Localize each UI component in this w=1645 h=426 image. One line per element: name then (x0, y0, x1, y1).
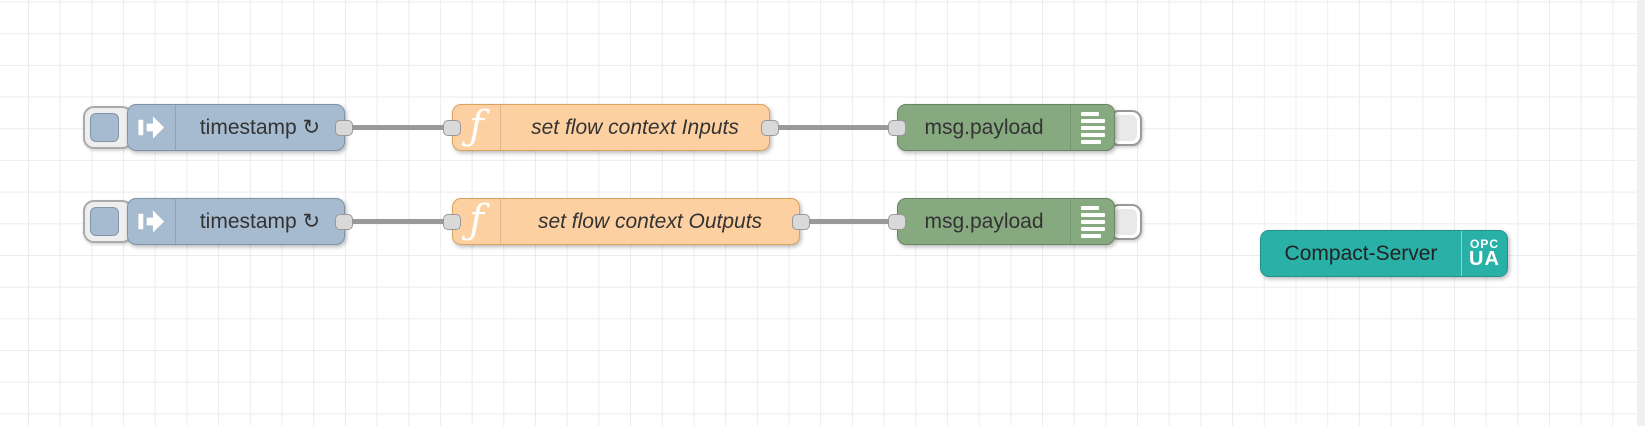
node-label: msg.payload (924, 115, 1044, 139)
debug-node-body[interactable]: msg.payload (897, 198, 1115, 245)
function-f-icon: ƒ (453, 105, 501, 150)
opcua-badge-bottom: UA (1469, 248, 1500, 270)
node-label: set flow context Inputs (531, 115, 739, 139)
inject-button-inner (90, 207, 119, 236)
input-port[interactable] (888, 120, 906, 136)
output-port[interactable] (761, 120, 779, 136)
inject-button[interactable] (83, 200, 133, 243)
node-label: timestamp ↻ (199, 210, 321, 233)
node-label: timestamp ↻ (199, 116, 321, 139)
node-label: Compact-Server (1284, 241, 1438, 265)
output-port[interactable] (335, 120, 353, 136)
opcua-server-node-body[interactable]: Compact-Server OPC UA (1260, 230, 1508, 277)
inject-arrow-icon (128, 105, 176, 150)
inject-button[interactable] (83, 106, 133, 149)
debug-toggle-inner (1114, 115, 1137, 141)
inject-node-body[interactable]: timestamp ↻ (127, 198, 345, 245)
node-label: msg.payload (924, 209, 1044, 233)
inject-node-body[interactable]: timestamp ↻ (127, 104, 345, 151)
input-port[interactable] (443, 214, 461, 230)
debug-lines-icon (1070, 105, 1114, 150)
debug-lines-icon (1070, 199, 1114, 244)
output-port[interactable] (792, 214, 810, 230)
opcua-badge-top: OPC (1469, 237, 1499, 251)
wire[interactable] (344, 125, 452, 130)
function-f-icon: ƒ (453, 199, 501, 244)
scrollbar-gutter (1637, 0, 1645, 426)
opcua-badge-icon: OPC UA (1461, 231, 1507, 276)
wire[interactable] (801, 219, 897, 224)
function-node-body[interactable]: ƒ set flow context Outputs (452, 198, 800, 245)
function-node-body[interactable]: ƒ set flow context Inputs (452, 104, 770, 151)
input-port[interactable] (443, 120, 461, 136)
input-port[interactable] (888, 214, 906, 230)
debug-toggle-inner (1114, 209, 1137, 235)
wire[interactable] (770, 125, 897, 130)
output-port[interactable] (335, 214, 353, 230)
inject-arrow-icon (128, 199, 176, 244)
debug-node-body[interactable]: msg.payload (897, 104, 1115, 151)
wire[interactable] (344, 219, 452, 224)
inject-button-inner (90, 113, 119, 142)
node-label: set flow context Outputs (537, 209, 763, 233)
